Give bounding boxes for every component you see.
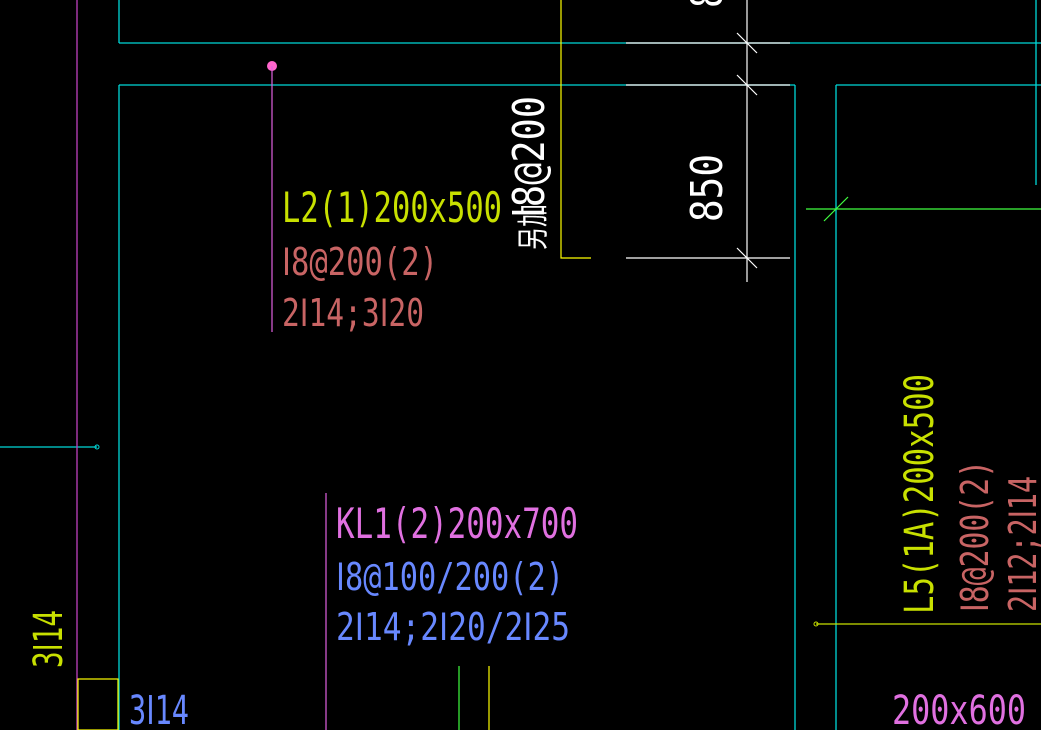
green-axis-tick bbox=[823, 196, 849, 222]
dimension-tick-mid bbox=[736, 74, 758, 96]
column-box bbox=[77, 678, 119, 730]
l2-stirrup-spec: Ⅰ8@200(2) bbox=[282, 240, 438, 284]
added-stirrup-prefix: 另加 bbox=[514, 204, 552, 250]
dimension-top-value: 8 bbox=[682, 0, 733, 8]
kl1-beam-mark: KL1(2)200x700 bbox=[336, 499, 578, 548]
kl1-stirrup-spec: Ⅰ8@100/200(2) bbox=[336, 555, 564, 599]
section-size-label: 200x600 bbox=[892, 688, 1026, 730]
added-stirrup-spec: Ⅰ8@200 bbox=[504, 96, 555, 218]
l5-stirrup-spec: Ⅰ8@200(2) bbox=[953, 460, 997, 612]
stirrup-zone-outline bbox=[560, 0, 591, 259]
dimension-tick-top bbox=[736, 32, 758, 54]
added-stirrup-label: 另加 Ⅰ8@200 bbox=[504, 96, 555, 250]
dimension-value: 850 bbox=[682, 154, 733, 222]
left-rebar-label: 3Ⅰ14 bbox=[26, 610, 72, 668]
green-axis bbox=[806, 196, 1041, 222]
l2-rebar-spec: 2Ⅰ14;3Ⅰ20 bbox=[282, 291, 424, 335]
l5-leader-dot bbox=[813, 621, 819, 627]
dimension-tick-bottom bbox=[736, 247, 758, 269]
left-leader-dot bbox=[94, 444, 100, 450]
dimension-850 bbox=[626, 0, 790, 282]
bottom-rebar-label: 3Ⅰ14 bbox=[129, 688, 189, 730]
l5-beam-mark: L5(1A)200x500 bbox=[897, 374, 943, 614]
l5-rebar-spec: 2Ⅰ12;2Ⅰ14 bbox=[1001, 476, 1041, 612]
l2-beam-mark: L2(1)200x500 bbox=[282, 183, 502, 232]
kl1-rebar-spec: 2Ⅰ14;2Ⅰ20/2Ⅰ25 bbox=[336, 605, 570, 649]
added-stirrup-zone bbox=[560, 0, 591, 259]
